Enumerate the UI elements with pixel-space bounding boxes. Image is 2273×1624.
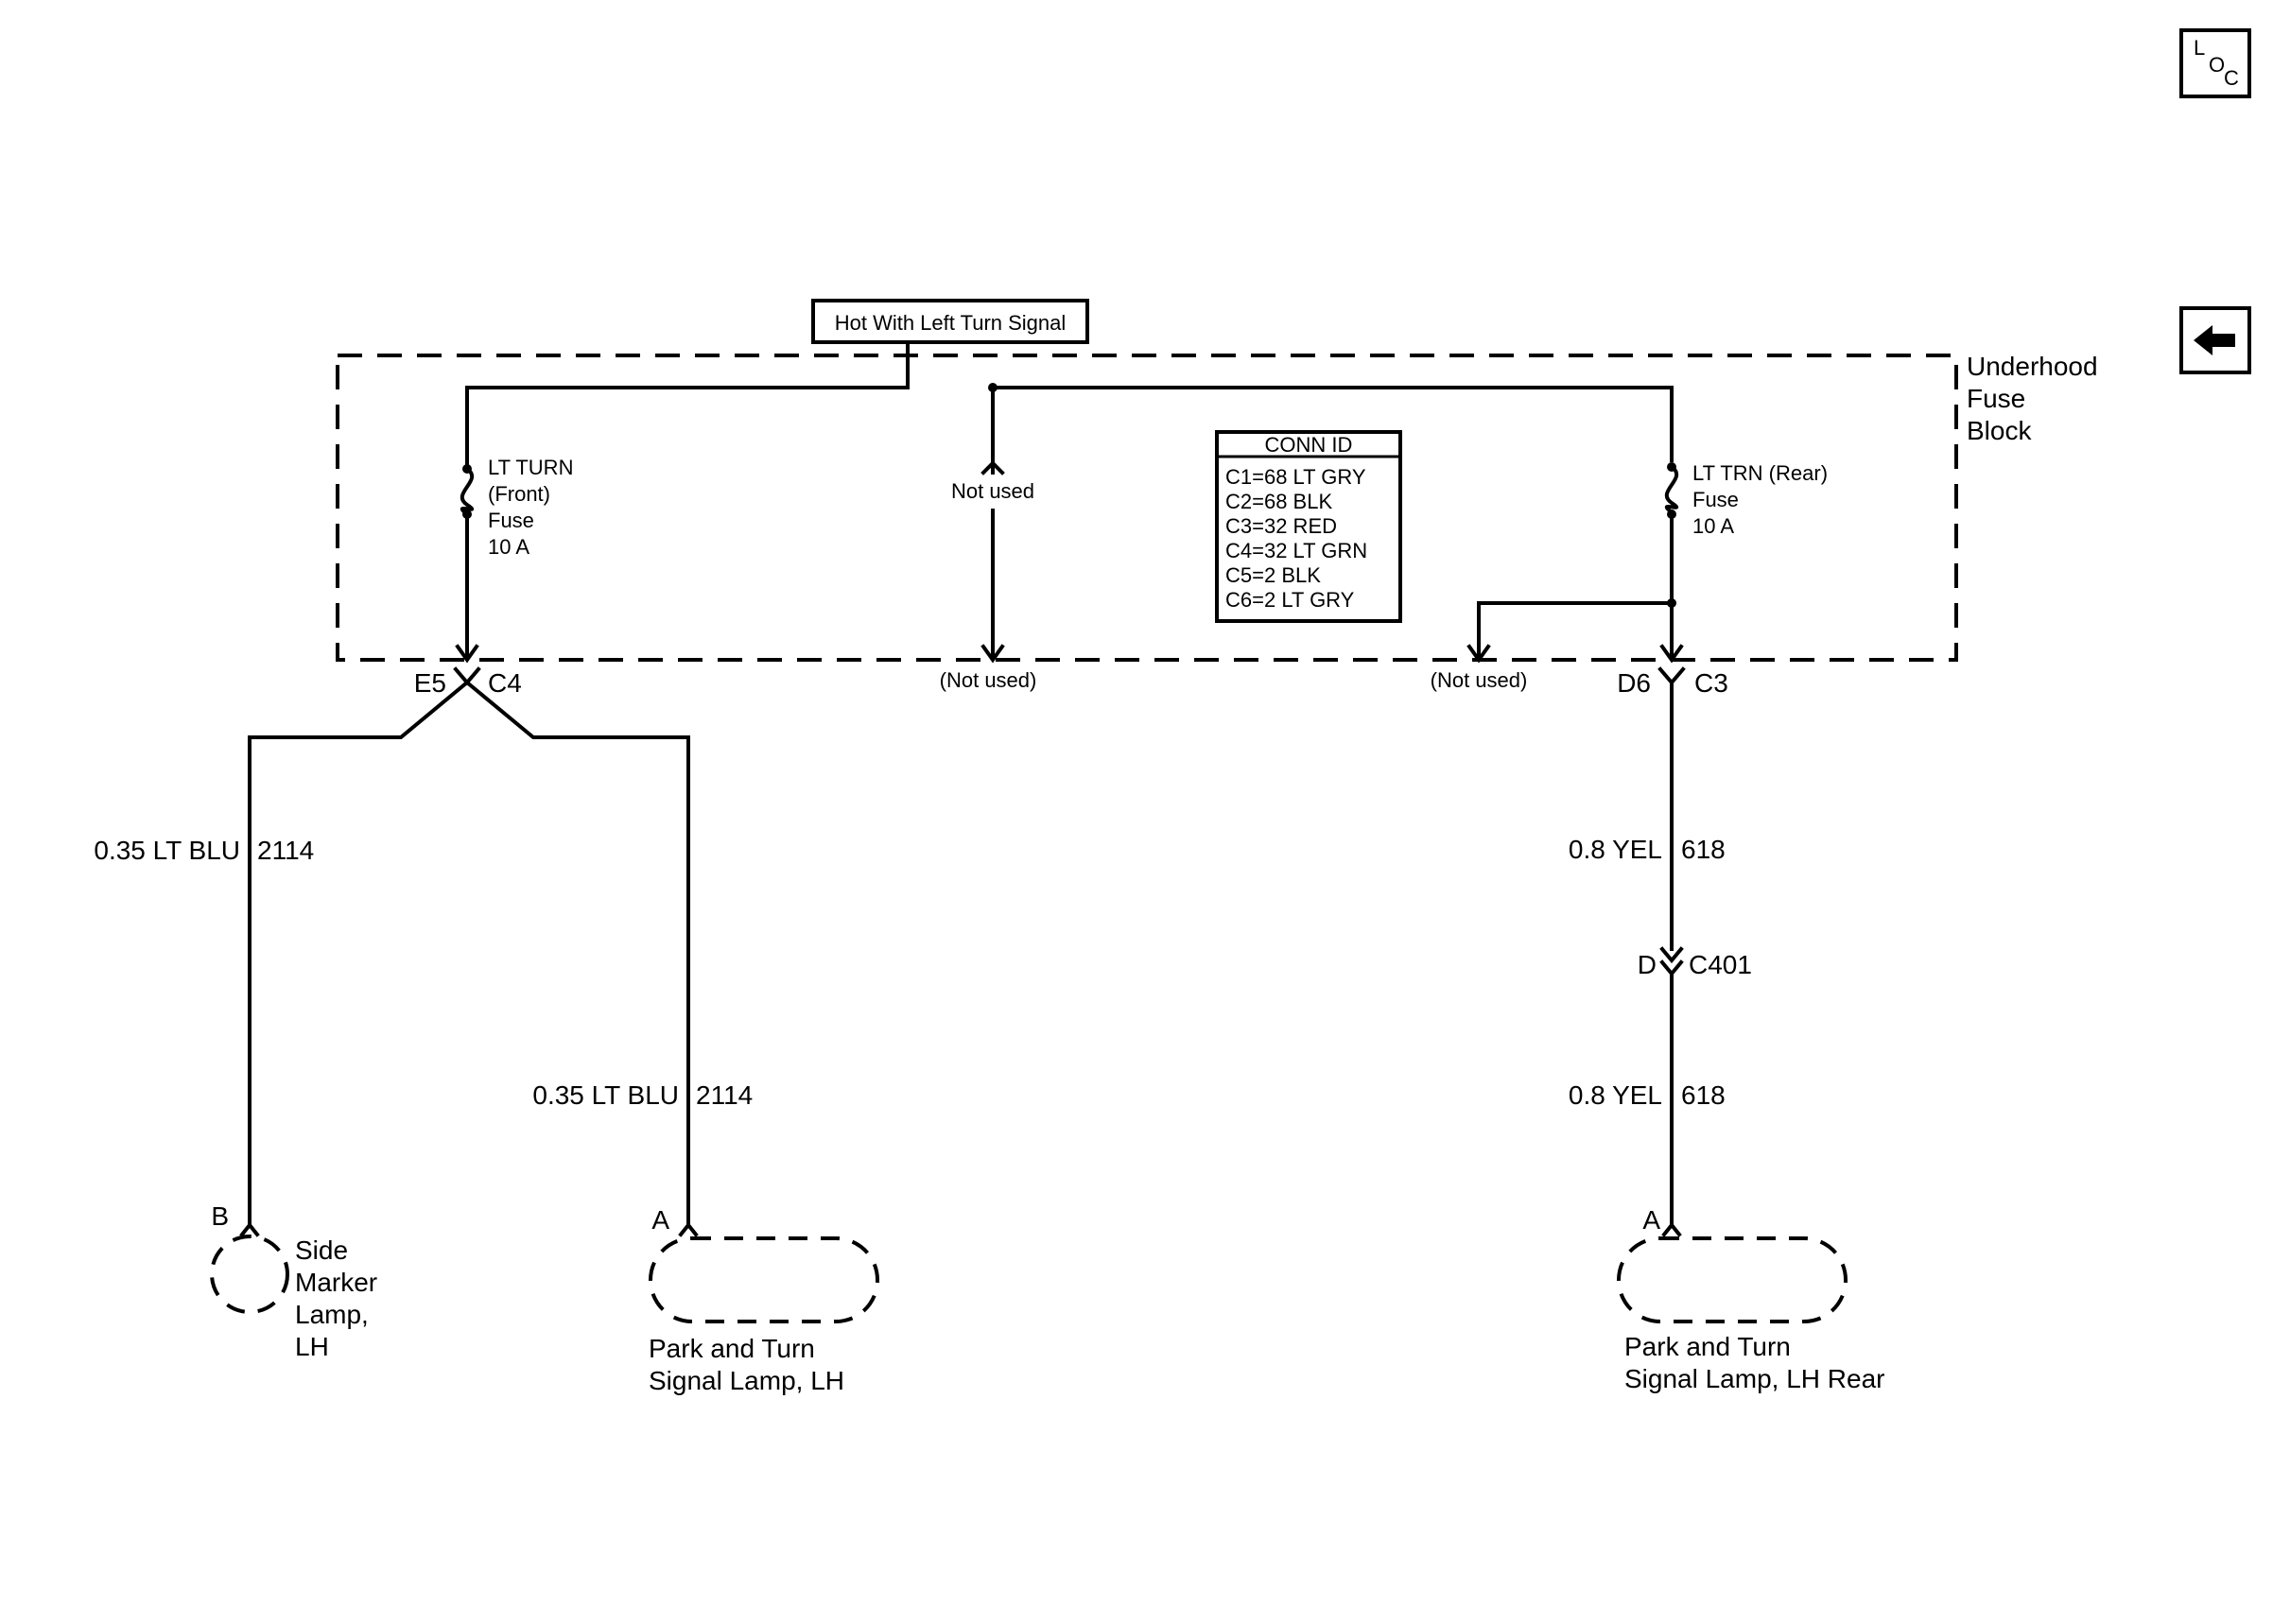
- conn-id-row: C1=68 LT GRY: [1225, 465, 1366, 489]
- conn-id-title: CONN ID: [1265, 433, 1353, 457]
- park-rear-pin-arrow: [1661, 1221, 1682, 1237]
- park-rear-pin: A: [1642, 1205, 1660, 1235]
- back-button[interactable]: [2179, 306, 2251, 374]
- not-used-branch: [980, 386, 1005, 664]
- side-marker-label-1: Side: [295, 1235, 348, 1265]
- connector-c401-id: C401: [1689, 950, 1752, 979]
- wire-park-front-color: 0.35 LT BLU: [532, 1080, 679, 1110]
- fuse-front-label-4: 10 A: [488, 535, 529, 559]
- not-used-inside-label: Not used: [951, 479, 1034, 503]
- conn-id-row: C6=2 LT GRY: [1225, 588, 1355, 612]
- left-split-wires: [248, 666, 690, 1227]
- fuse-block-bus: [465, 340, 1674, 462]
- park-rear-lamp: [1617, 1236, 1848, 1323]
- loc-o-text: O: [2209, 53, 2225, 77]
- power-source-box: [811, 299, 1089, 344]
- rear-wire: [1657, 666, 1686, 1227]
- connector-left-pin: E5: [414, 668, 446, 698]
- fuse-front-label-1: LT TURN: [488, 456, 573, 479]
- fuse-front: [455, 386, 479, 664]
- conn-id-row: C2=68 BLK: [1225, 490, 1332, 513]
- side-marker-pin: B: [211, 1201, 229, 1231]
- conn-id-table: [1215, 430, 1402, 623]
- fuse-block-boundary: [336, 354, 1958, 662]
- conn-id-row: C3=32 RED: [1225, 514, 1337, 538]
- park-front-pin: A: [651, 1205, 669, 1235]
- connector-c401-pin: D: [1638, 950, 1657, 979]
- wire-rear-lower-circuit: 618: [1681, 1080, 1726, 1110]
- fuse-block-label-3: Block: [1967, 416, 2032, 445]
- connector-right-id: C3: [1694, 668, 1728, 698]
- loc-c-text: C: [2224, 66, 2239, 90]
- park-front-lamp: [649, 1236, 879, 1323]
- conn-id-row: C5=2 BLK: [1225, 563, 1321, 587]
- conn-id-row: C4=32 LT GRN: [1225, 539, 1367, 562]
- wire-rear-lower-color: 0.8 YEL: [1569, 1080, 1662, 1110]
- wire-side-marker-circuit: 2114: [257, 836, 314, 865]
- wire-side-marker-color: 0.35 LT BLU: [94, 836, 240, 865]
- power-source-label: Hot With Left Turn Signal: [835, 311, 1067, 335]
- wire-rear-upper-color: 0.8 YEL: [1569, 835, 1662, 864]
- side-marker-label-4: LH: [295, 1332, 329, 1361]
- park-front-label-1: Park and Turn: [649, 1334, 815, 1363]
- fuse-front-label-2: (Front): [488, 482, 550, 506]
- not-used-mid-label: (Not used): [940, 668, 1037, 692]
- side-marker-label-2: Marker: [295, 1268, 377, 1297]
- loc-l-text: L: [2194, 36, 2205, 60]
- connector-left-id: C4: [488, 668, 522, 698]
- fuse-block-label-1: Underhood: [1967, 352, 2098, 381]
- fuse-block-label-2: Fuse: [1967, 384, 2025, 413]
- park-front-pin-arrow: [678, 1221, 699, 1237]
- fuse-rear-label-2: Fuse: [1692, 488, 1739, 511]
- side-marker-pin-arrow: [239, 1221, 260, 1237]
- park-rear-label-1: Park and Turn: [1624, 1332, 1791, 1361]
- side-marker-label-3: Lamp,: [295, 1300, 369, 1329]
- fuse-rear: [1466, 462, 1684, 664]
- not-used-right-label: (Not used): [1431, 668, 1528, 692]
- wire-park-front-circuit: 2114: [696, 1080, 753, 1110]
- fuse-rear-label-3: 10 A: [1692, 514, 1734, 538]
- side-marker-lamp: [210, 1235, 289, 1314]
- left-arrow-icon: [2194, 325, 2235, 355]
- park-front-label-2: Signal Lamp, LH: [649, 1366, 844, 1395]
- fuse-front-label-3: Fuse: [488, 509, 534, 532]
- loc-button[interactable]: L O C: [2179, 28, 2251, 98]
- connector-right-pin: D6: [1617, 668, 1651, 698]
- wire-rear-upper-circuit: 618: [1681, 835, 1726, 864]
- park-rear-label-2: Signal Lamp, LH Rear: [1624, 1364, 1884, 1393]
- fuse-rear-label-1: LT TRN (Rear): [1692, 461, 1828, 485]
